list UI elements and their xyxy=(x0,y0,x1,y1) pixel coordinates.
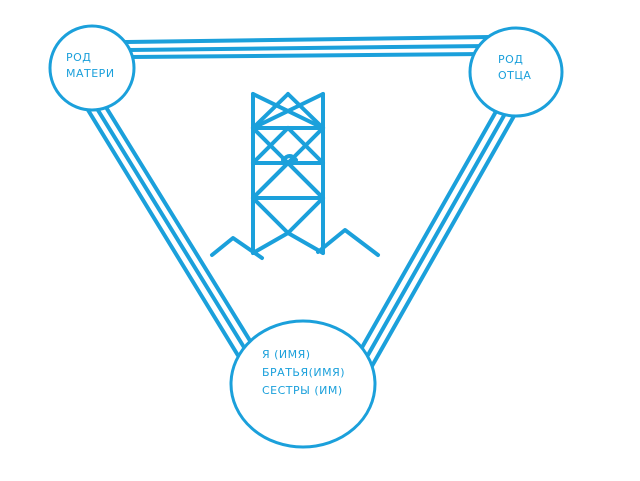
node-father xyxy=(468,26,564,118)
node-self-line-1: Я (ИМЯ) xyxy=(262,348,311,361)
node-father-line-2: ОТЦА xyxy=(498,69,532,82)
node-self xyxy=(229,319,377,449)
node-self-line-3: СЕСТРЫ (ИМ) xyxy=(262,384,343,397)
node-father-line-1: РОД xyxy=(498,53,524,66)
tower-rune-icon xyxy=(210,92,380,260)
node-self-line-2: БРАТЬЯ(ИМЯ) xyxy=(262,366,346,379)
connector-mother-father xyxy=(123,35,492,59)
node-father-label: РОД ОТЦА xyxy=(498,52,531,84)
connector-mother-self xyxy=(86,102,259,364)
node-mother-label: РОД МАТЕРИ xyxy=(66,50,115,82)
node-mother xyxy=(48,24,136,112)
node-self-label: Я (ИМЯ) БРАТЬЯ(ИМЯ) СЕСТРЫ (ИМ) xyxy=(262,346,345,400)
connector-father-self xyxy=(354,106,516,368)
node-mother-line-2: МАТЕРИ xyxy=(66,67,115,80)
node-mother-line-1: РОД xyxy=(66,51,92,64)
